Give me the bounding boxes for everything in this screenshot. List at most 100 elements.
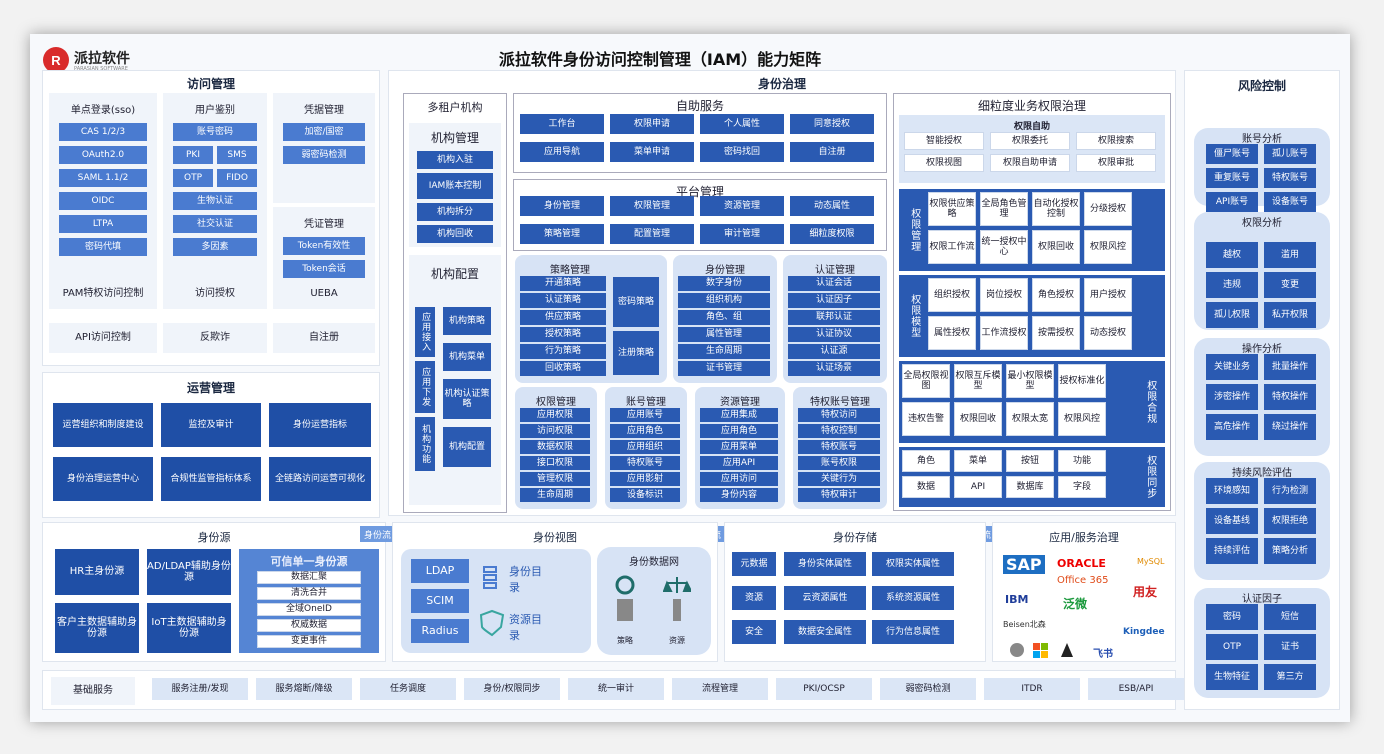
identity-item[interactable]: 生命周期 [678, 344, 770, 359]
fine-b4-item[interactable]: 角色 [902, 450, 950, 472]
antifraud-box[interactable]: 反欺诈 [163, 323, 267, 353]
authm-item[interactable]: 认证协议 [788, 327, 880, 342]
risk-item[interactable]: 关键业务 [1206, 354, 1258, 380]
risk-item[interactable]: 变更 [1264, 272, 1316, 298]
store-item[interactable]: 系统资源属性 [872, 586, 954, 610]
ops-item[interactable]: 身份治理运营中心 [53, 457, 153, 501]
self-service-item[interactable]: 自注册 [790, 142, 874, 162]
policy-side[interactable]: 注册策略 [613, 331, 659, 375]
store-item[interactable]: 元数据 [732, 552, 776, 576]
policy-item[interactable]: 供应策略 [520, 310, 606, 325]
tenant-cfg-side[interactable]: 应用接入 [415, 307, 435, 357]
trusted-item[interactable]: 全域OneID [257, 603, 361, 616]
fine-b4-item[interactable]: 字段 [1058, 476, 1106, 498]
fine-b3-item[interactable]: 违权告警 [902, 402, 950, 436]
auth-item[interactable]: 账号密码 [173, 123, 257, 141]
tenant-cfg-item[interactable]: 机构菜单 [443, 343, 491, 371]
risk-item[interactable]: 孤儿权限 [1206, 302, 1258, 328]
platform-item[interactable]: 策略管理 [520, 224, 604, 244]
fine-b3-item[interactable]: 最小权限模型 [1006, 364, 1054, 398]
store-item[interactable]: 行为信息属性 [872, 620, 954, 644]
account-item[interactable]: 特权账号 [610, 456, 680, 470]
view-proto[interactable]: SCIM [411, 589, 469, 613]
selfhelp-item[interactable]: 权限视图 [904, 154, 984, 172]
view-proto[interactable]: LDAP [411, 559, 469, 583]
risk-item[interactable]: 越权 [1206, 242, 1258, 268]
platform-item[interactable]: 配置管理 [610, 224, 694, 244]
platform-item[interactable]: 细粒度权限 [790, 224, 874, 244]
identity-item[interactable]: 数字身份 [678, 276, 770, 291]
policy-side[interactable]: 密码策略 [613, 277, 659, 327]
sso-item[interactable]: CAS 1/2/3 [59, 123, 147, 141]
risk-item[interactable]: 权限拒绝 [1264, 508, 1316, 534]
fine-b3-item[interactable]: 授权标准化 [1058, 364, 1106, 398]
platform-item[interactable]: 权限管理 [610, 196, 694, 216]
base-item[interactable]: 流程管理 [672, 678, 768, 700]
risk-item[interactable]: 僵尸账号 [1206, 144, 1258, 164]
fine-b2-item[interactable]: 工作流授权 [980, 316, 1028, 350]
risk-item[interactable]: 特权账号 [1264, 168, 1316, 188]
source-item[interactable]: IoT主数据辅助身份源 [147, 603, 231, 653]
risk-item[interactable]: 短信 [1264, 604, 1316, 630]
account-item[interactable]: 应用角色 [610, 424, 680, 438]
risk-item[interactable]: 持续评估 [1206, 538, 1258, 564]
base-item[interactable]: ESB/API [1088, 678, 1184, 700]
selfhelp-item[interactable]: 智能授权 [904, 132, 984, 150]
identity-item[interactable]: 证书管理 [678, 361, 770, 376]
selfhelp-item[interactable]: 权限自助申请 [990, 154, 1070, 172]
policy-item[interactable]: 回收策略 [520, 361, 606, 376]
selfhelp-item[interactable]: 权限搜索 [1076, 132, 1156, 150]
resource-item[interactable]: 应用角色 [700, 424, 778, 438]
identity-item[interactable]: 属性管理 [678, 327, 770, 342]
account-item[interactable]: 应用影射 [610, 472, 680, 486]
resource-item[interactable]: 应用API [700, 456, 778, 470]
platform-item[interactable]: 身份管理 [520, 196, 604, 216]
sso-item[interactable]: LTPA [59, 215, 147, 233]
policy-item[interactable]: 认证策略 [520, 293, 606, 308]
tenant-mgmt-item[interactable]: IAM账本控制 [417, 173, 493, 199]
risk-item[interactable]: 设备账号 [1264, 192, 1316, 212]
perm-item[interactable]: 数据权限 [520, 440, 590, 454]
fine-b3-item[interactable]: 权限风控 [1058, 402, 1106, 436]
authm-item[interactable]: 联邦认证 [788, 310, 880, 325]
self-service-item[interactable]: 工作台 [520, 114, 604, 134]
store-item[interactable]: 资源 [732, 586, 776, 610]
api-ac-box[interactable]: API访问控制 [49, 323, 157, 353]
fine-b2-item[interactable]: 用户授权 [1084, 278, 1132, 312]
perm-item[interactable]: 接口权限 [520, 456, 590, 470]
base-item[interactable]: 身份/权限同步 [464, 678, 560, 700]
base-item[interactable]: 任务调度 [360, 678, 456, 700]
self-service-item[interactable]: 个人属性 [700, 114, 784, 134]
policy-item[interactable]: 行为策略 [520, 344, 606, 359]
auth-item[interactable]: FIDO [217, 169, 257, 187]
token-item[interactable]: Token会话 [283, 260, 365, 278]
auth-item[interactable]: SMS [217, 146, 257, 164]
fine-b2-item[interactable]: 岗位授权 [980, 278, 1028, 312]
self-service-item[interactable]: 权限申请 [610, 114, 694, 134]
fine-b3-item[interactable]: 权限互斥模型 [954, 364, 1002, 398]
priv-item[interactable]: 特权账号 [798, 440, 880, 454]
account-item[interactable]: 应用账号 [610, 408, 680, 422]
fine-b2-item[interactable]: 动态授权 [1084, 316, 1132, 350]
risk-item[interactable]: 批量操作 [1264, 354, 1316, 380]
tenant-cfg-side[interactable]: 机构功能 [415, 417, 435, 471]
fine-b3-item[interactable]: 全局权限视图 [902, 364, 950, 398]
ops-item[interactable]: 全链路访问运营可视化 [269, 457, 371, 501]
view-proto[interactable]: Radius [411, 619, 469, 643]
token-item[interactable]: Token有效性 [283, 237, 365, 255]
risk-item[interactable]: 环境感知 [1206, 478, 1258, 504]
source-item[interactable]: 客户主数据辅助身份源 [55, 603, 139, 653]
risk-item[interactable]: 孤儿账号 [1264, 144, 1316, 164]
base-item[interactable]: ITDR [984, 678, 1080, 700]
tenant-cfg-item[interactable]: 机构认证策略 [443, 379, 491, 419]
base-item[interactable]: 服务注册/发现 [152, 678, 248, 700]
selfreg-box[interactable]: 自注册 [273, 323, 375, 353]
priv-item[interactable]: 账号权限 [798, 456, 880, 470]
identity-item[interactable]: 组织机构 [678, 293, 770, 308]
risk-item[interactable]: API账号 [1206, 192, 1258, 212]
store-item[interactable]: 数据安全属性 [784, 620, 866, 644]
authm-item[interactable]: 认证因子 [788, 293, 880, 308]
risk-item[interactable]: 行为检测 [1264, 478, 1316, 504]
resource-item[interactable]: 应用菜单 [700, 440, 778, 454]
cred-item[interactable]: 加密/国密 [283, 123, 365, 141]
